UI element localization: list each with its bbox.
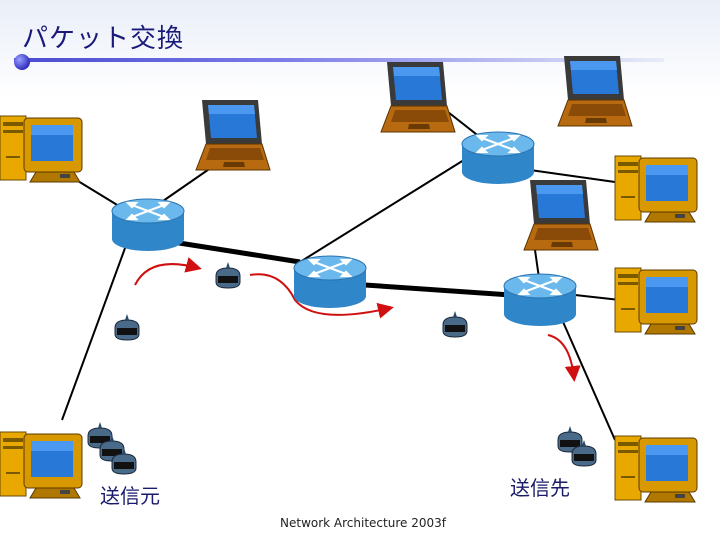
destination-label: 送信先 [510,476,570,500]
desktop-computer-icon [0,431,83,499]
packet-icon [114,313,140,341]
link-router-pc-right2 [574,294,621,301]
packet-icon [442,310,468,338]
router-icon [110,197,186,253]
laptop-icon [523,179,599,251]
packet-arrow-3 [547,334,581,382]
desktop-computer-icon [614,155,698,223]
laptop-icon [557,55,633,127]
title-underline [14,58,664,62]
router-icon [460,130,536,186]
title-bullet [14,54,30,70]
router-icon [292,254,368,310]
link-router-destination [559,314,616,441]
laptop-icon [195,99,271,171]
packet-path [134,257,581,382]
link-router-pc-right [529,169,616,183]
link-center-router-top [299,149,481,263]
link-center-router-right [364,282,511,298]
footer-text: Network Architecture 2003f [280,516,446,530]
laptop-icon [380,61,456,133]
packet-icon [215,261,241,289]
source-label: 送信元 [100,484,160,508]
desktop-computer-icon [614,435,698,503]
link-router-router-center [159,237,301,265]
desktop-computer-icon [0,115,83,183]
router-icon [502,272,578,328]
link-router-source [61,239,129,421]
slide-title: パケット交換 [22,24,185,54]
packet-arrow-2 [249,273,394,319]
packet-arrow-1 [134,257,202,286]
desktop-computer-icon [614,267,698,335]
